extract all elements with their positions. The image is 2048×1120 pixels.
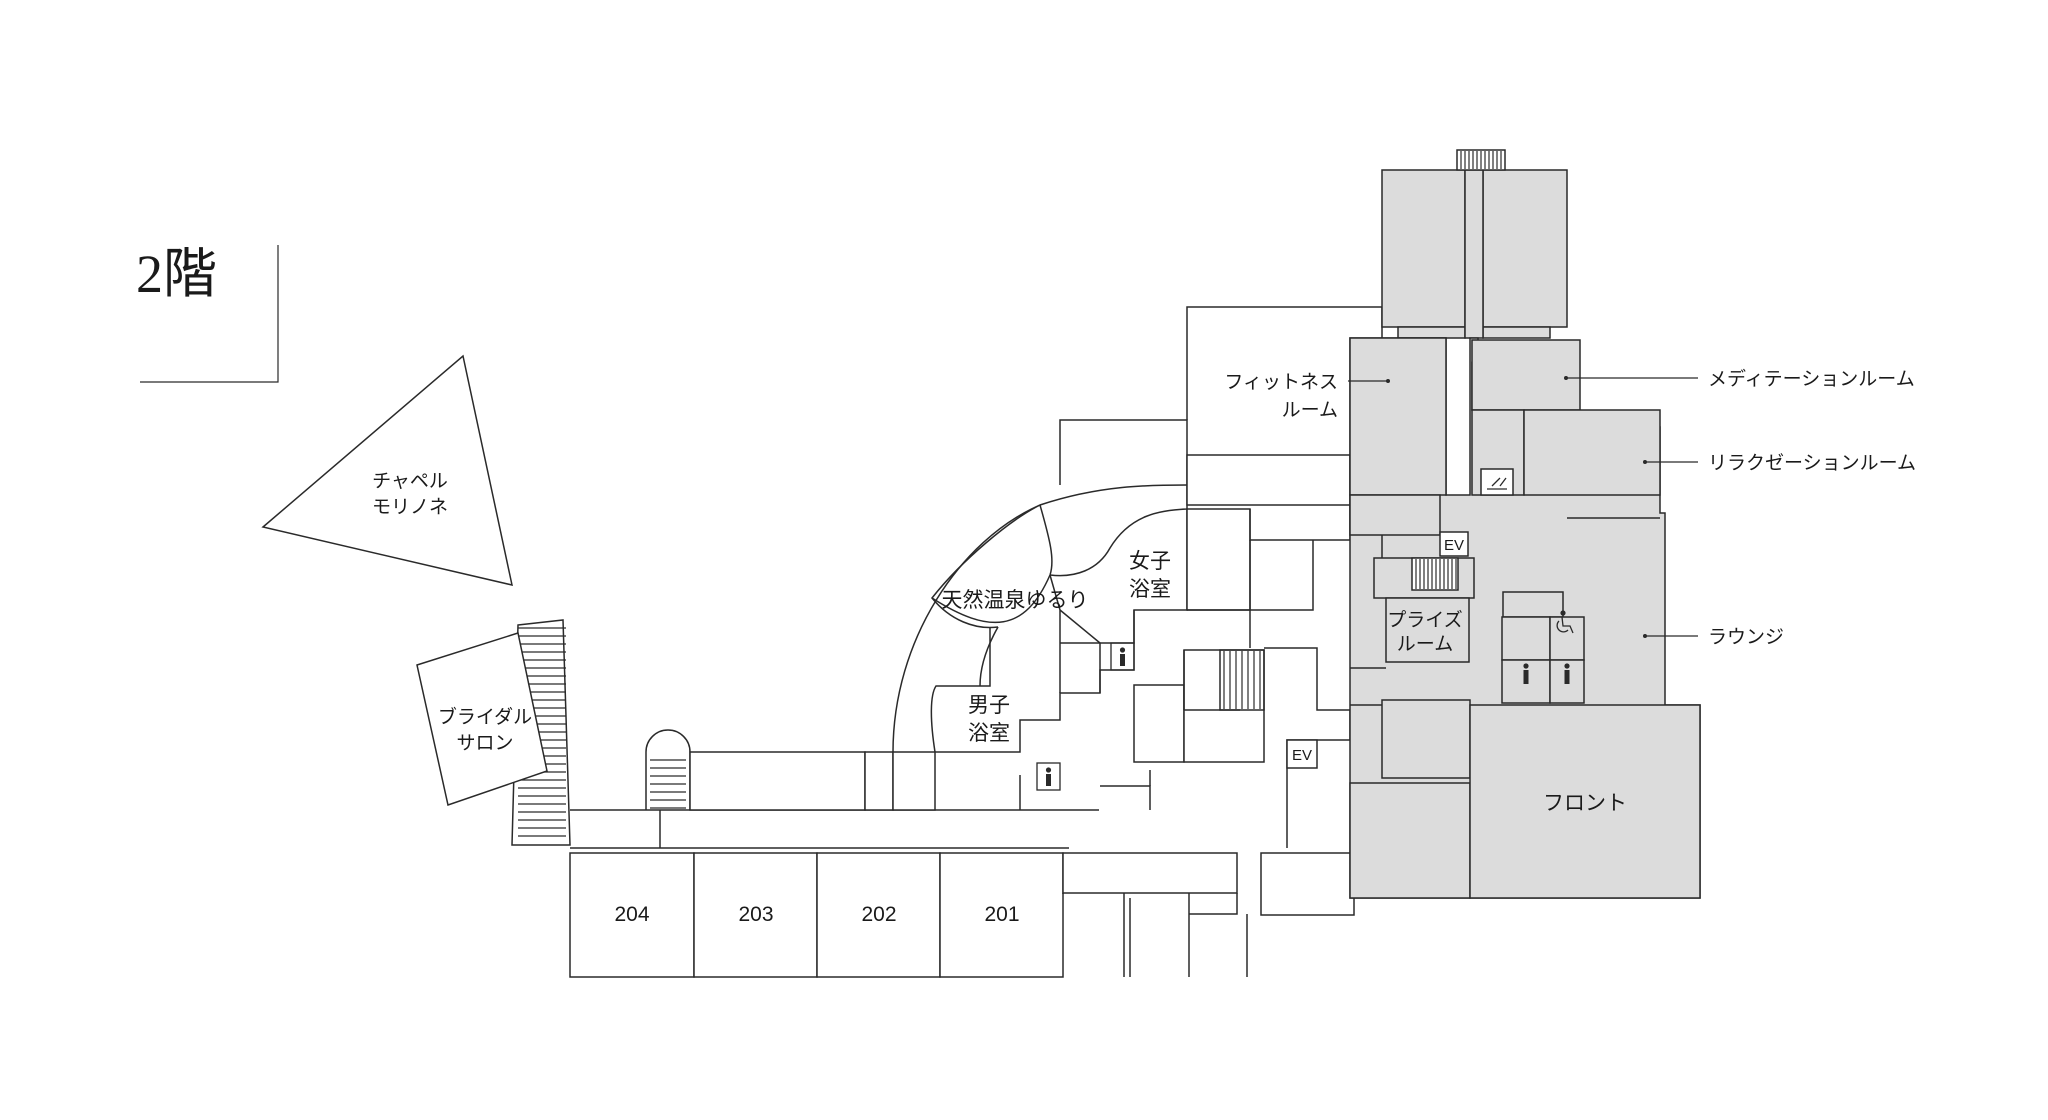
chapel-label-2: モリノネ xyxy=(372,497,448,518)
stairs-icon xyxy=(1219,649,1265,711)
room-number-202: 202 xyxy=(861,903,896,926)
smoking-area-icon xyxy=(1480,468,1514,496)
prize-room-label-2: ルーム xyxy=(1397,634,1453,655)
prize-room-label-1: プライズ xyxy=(1387,609,1462,631)
restroom-person-icon xyxy=(1110,642,1135,671)
elevator-box-upper xyxy=(1439,531,1469,557)
elevator-label-lower: EV xyxy=(1292,747,1312,764)
fitness-room-label-1: フィットネス xyxy=(1224,372,1338,393)
floor-label-bracket xyxy=(140,245,279,383)
womens-bath-label-1: 女子 xyxy=(1129,550,1171,573)
stairs-icon xyxy=(1411,557,1459,591)
bridal-label-2: サロン xyxy=(456,733,513,754)
floor-label: 2階 xyxy=(136,244,217,304)
elevator-label-upper: EV xyxy=(1444,537,1464,554)
outer-wall-west xyxy=(1059,419,1188,485)
chapel-label-1: チャペル xyxy=(372,471,448,492)
mens-bath-label-2: 浴室 xyxy=(968,722,1010,745)
restroom-person-icon xyxy=(1564,663,1570,684)
bridal-label-1: ブライダル xyxy=(438,705,532,728)
arched-stairs xyxy=(645,729,691,810)
lounge-label: ラウンジ xyxy=(1708,627,1784,648)
bridal-salon-room xyxy=(416,632,548,806)
room-number-203: 203 xyxy=(738,903,773,926)
guest-room-201 xyxy=(939,852,1064,978)
onsen-label: 天然温泉ゆるり xyxy=(942,589,1089,612)
mens-bath-label-1: 男子 xyxy=(968,694,1010,717)
guest-room-204 xyxy=(569,852,695,978)
relaxation-room-label: リラクゼーションルーム xyxy=(1708,452,1916,474)
meditation-room-label: メディテーションルーム xyxy=(1708,368,1915,390)
womens-bath-label-2: 浴室 xyxy=(1129,578,1171,601)
chapel-room xyxy=(261,354,513,586)
east-wing-shaded xyxy=(1349,149,1701,899)
guest-room-203 xyxy=(693,852,818,978)
room-number-204: 204 xyxy=(614,903,649,926)
room-number-201: 201 xyxy=(984,903,1019,926)
fitness-room-label-2: ルーム xyxy=(1282,400,1338,421)
guest-rooms: 204 203 202 201 xyxy=(569,852,1064,978)
restroom-person-icon xyxy=(1036,762,1061,791)
restroom-person-icon xyxy=(1523,663,1529,684)
front-desk-label: フロント xyxy=(1543,792,1627,815)
wheelchair-icon xyxy=(1556,610,1574,634)
